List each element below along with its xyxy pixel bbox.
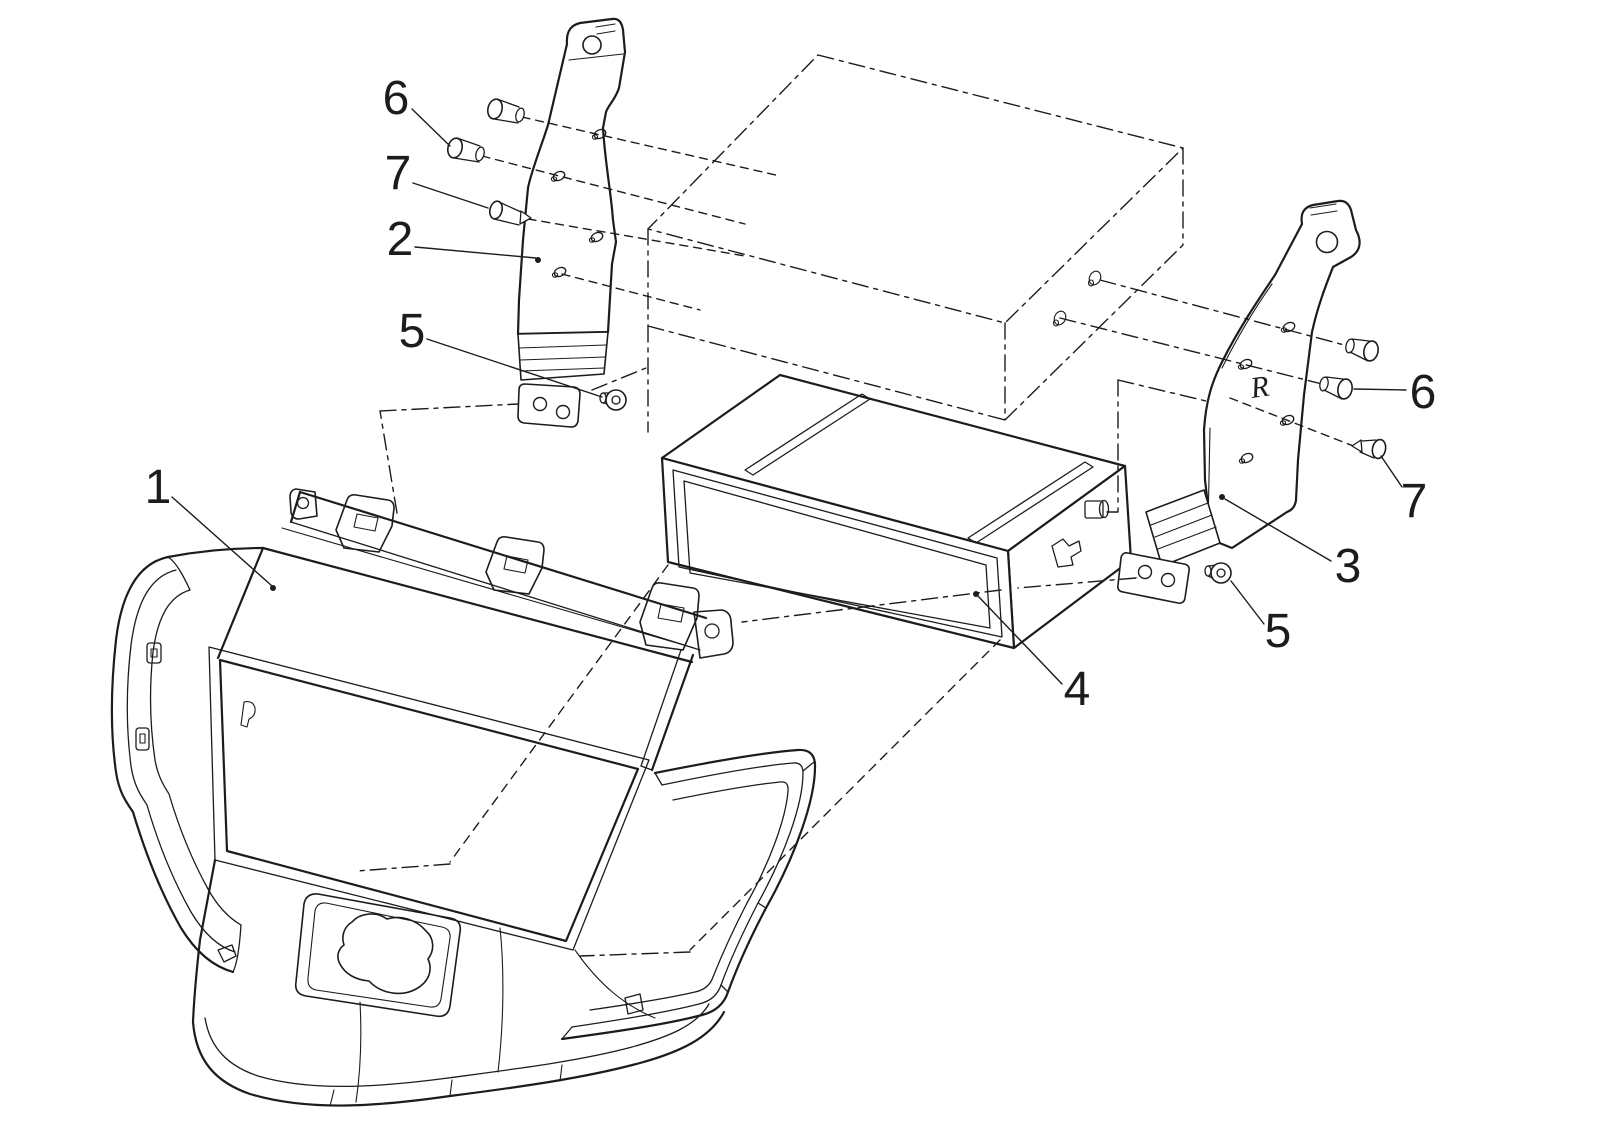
callout-label-5-left: 5	[399, 305, 426, 358]
screw-6-left-upper	[486, 98, 525, 124]
callout-label-6-right: 6	[1410, 366, 1437, 419]
display-opening-outer	[208, 646, 650, 951]
callout-label-3: 3	[1335, 540, 1362, 593]
radio-unit-phantom	[647, 54, 1184, 433]
left-wing-hook	[217, 944, 237, 963]
radio-screw-hole	[1088, 270, 1102, 286]
callout-label-6-left: 6	[383, 72, 410, 125]
callout-label-4: 4	[1064, 663, 1091, 716]
radio-screw-hole	[1053, 310, 1067, 326]
radio-to-bracket-alignment	[1059, 279, 1349, 385]
rail-left-tab	[289, 488, 318, 520]
radio-box-edges	[647, 147, 1184, 433]
bracket-left-top-hole	[582, 35, 602, 55]
bracket-left	[516, 17, 627, 428]
right-reference-plane	[1106, 379, 1207, 513]
pocket-tray	[660, 373, 1133, 650]
left-wing-inner-edge	[126, 569, 236, 953]
bracket-left-slot-holes	[550, 128, 607, 278]
screw-axis-left	[481, 116, 781, 311]
bracket-right-foot-plate	[1117, 552, 1190, 604]
bracket-left-foot	[517, 331, 609, 381]
left-wing-outer-edge	[110, 555, 235, 974]
callout-leaders	[171, 108, 1407, 685]
screw-6-left-lower	[446, 137, 485, 163]
callout-label-2: 2	[387, 213, 414, 266]
callout-leader-dots	[270, 257, 1225, 597]
right-wing-tab	[624, 993, 644, 1015]
keyhole-recess-inner	[337, 913, 434, 995]
bracket-left-body	[516, 17, 627, 336]
washer-screw-5-left	[599, 389, 627, 411]
clip-tower	[485, 536, 545, 595]
left-foot-reference-line	[379, 367, 647, 514]
washer-screw-5-right	[1204, 562, 1232, 584]
bracket-left-foot-plate	[517, 383, 581, 428]
left-wing-clip	[146, 642, 162, 664]
callouts: 1 2 3 4 5 5 6 6 7 7	[145, 72, 1437, 716]
right-wing-outer-edge	[560, 748, 817, 1041]
alignment-lines	[356, 116, 1357, 957]
left-wing-opening-edge	[149, 589, 242, 926]
screw-7-right	[1351, 438, 1387, 460]
housing-top-edge	[261, 546, 694, 664]
keyhole-recess-outer	[294, 893, 462, 1018]
callout-label-7-left: 7	[385, 147, 412, 200]
pocket-guide-rail	[967, 461, 1094, 544]
screw-6-right-upper	[1345, 338, 1379, 362]
rail-right-tab	[693, 609, 734, 659]
fascia-trim-panel	[110, 488, 817, 1107]
bracket-right-top-hole	[1315, 230, 1339, 254]
callout-label-1: 1	[145, 461, 172, 514]
right-wing-opening-edge	[589, 781, 789, 1011]
rail-top-edge	[298, 490, 708, 620]
pocket-front-bezel	[660, 456, 1016, 650]
screw-7-left	[488, 200, 532, 226]
right-foot-reference-line	[741, 577, 1137, 623]
bracket-right-stamp: R	[1247, 370, 1271, 405]
pocket-guide-rail	[744, 393, 871, 476]
left-wing-clip	[135, 727, 150, 751]
callout-label-7-right: 7	[1401, 475, 1428, 528]
pocket-projection-line	[449, 564, 1001, 951]
bracket-right: R	[1117, 199, 1361, 604]
callout-label-5-right: 5	[1265, 605, 1292, 658]
rail-bottom-edge	[290, 521, 701, 651]
display-opening	[218, 658, 640, 943]
opening-hook	[240, 701, 256, 728]
clip-tower	[335, 494, 395, 553]
pocket-side-clip	[1051, 538, 1082, 568]
radio-box-top-face	[647, 54, 1184, 324]
fasteners	[446, 98, 1387, 584]
screw-axis-right	[1229, 397, 1357, 448]
pocket-side-stub	[1084, 500, 1104, 519]
screw-6-right-lower	[1319, 376, 1353, 400]
